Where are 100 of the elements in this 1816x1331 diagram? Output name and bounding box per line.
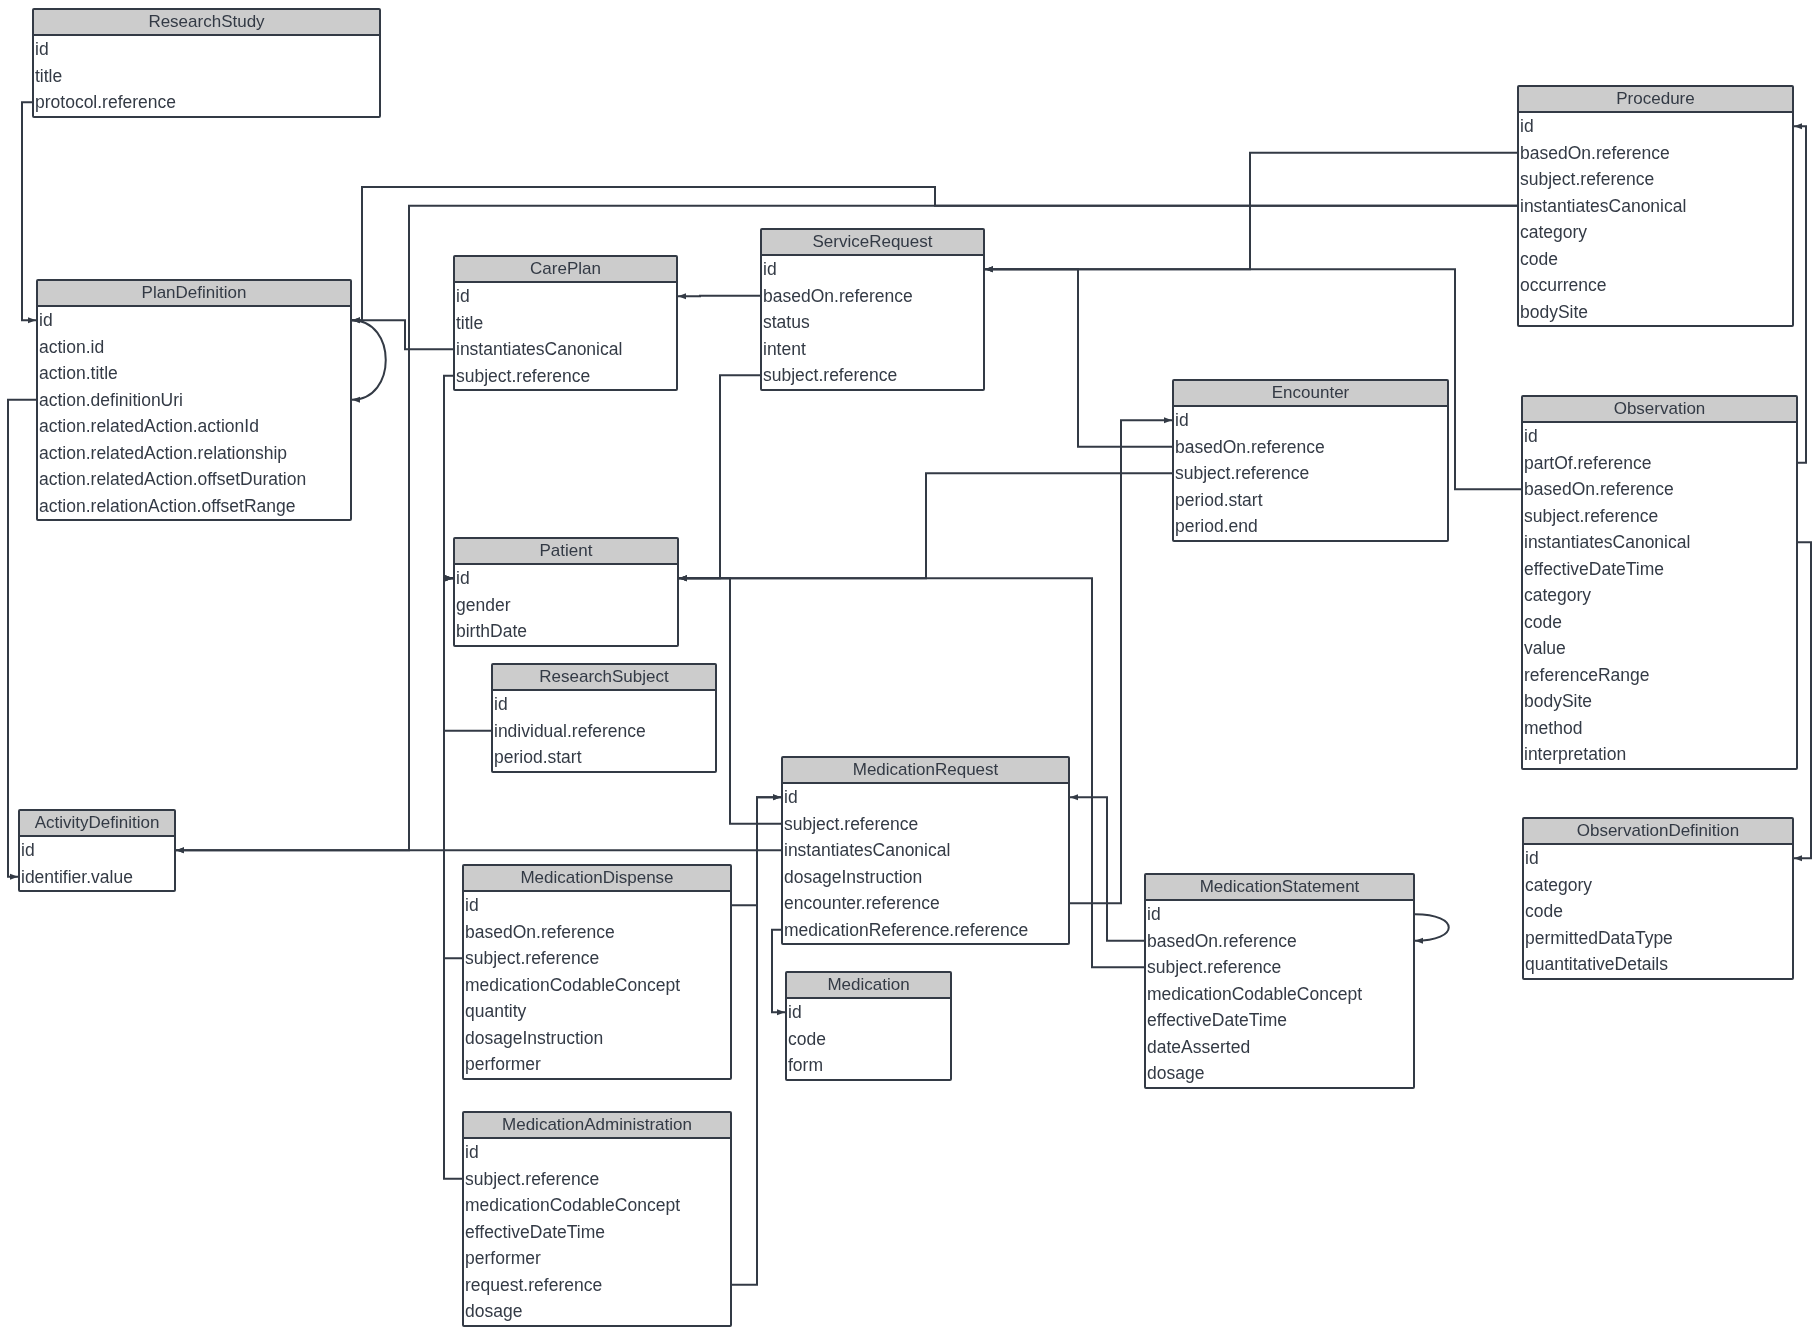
field-name: instantiatesCanonical (1524, 531, 1691, 554)
connector (771, 928, 786, 1016)
field-name: form (788, 1054, 823, 1077)
field-name: title (35, 64, 63, 88)
table-title: ObservationDefinition (1576, 820, 1740, 842)
field-name: basedOn.reference (1175, 435, 1325, 459)
entity-table (36, 279, 352, 521)
entity-table (1172, 379, 1449, 542)
field-name: dosage (465, 1300, 523, 1323)
entity-table (1144, 873, 1415, 1089)
field-name: permittedDataType (1525, 926, 1673, 950)
table-title: ActivityDefinition (34, 812, 160, 834)
field-name: id (1147, 903, 1161, 926)
entity-table (781, 756, 1070, 945)
field-name: quantity (465, 1000, 527, 1023)
field-name: code (788, 1027, 826, 1051)
field-name: basedOn.reference (763, 284, 913, 308)
entity-table (1521, 395, 1798, 770)
field-name: period.end (1175, 515, 1258, 538)
connector (7, 398, 37, 880)
table-title: MedicationAdministration (502, 1114, 692, 1136)
field-name: id (21, 839, 35, 862)
connector (1069, 417, 1173, 905)
table-title: Medication (827, 974, 910, 996)
field-name: action.relatedAction.relationship (39, 441, 288, 465)
field-name: subject.reference (1175, 462, 1310, 485)
field-name: subject.reference (1524, 504, 1659, 528)
field-name: basedOn.reference (1147, 929, 1297, 953)
connector (443, 575, 463, 1180)
table-title: ResearchStudy (148, 11, 265, 33)
entity-table (760, 228, 985, 391)
connector (1793, 123, 1807, 464)
entity-table (18, 809, 176, 892)
table-title: CarePlan (530, 258, 601, 280)
field-name: code (1525, 900, 1563, 923)
table-title: Observation (1613, 398, 1706, 420)
entity-table (453, 255, 678, 391)
field-name: subject.reference (1147, 956, 1282, 979)
table-title: ServiceRequest (812, 231, 933, 253)
field-name: medicationReference.reference (784, 918, 1029, 942)
field-name: id (39, 309, 53, 332)
entity-table (32, 8, 381, 118)
field-name: id (494, 693, 508, 716)
entity-table (1517, 85, 1794, 327)
field-name: medicationCodableConcept (465, 973, 680, 997)
field-name: action.relatedAction.offsetDuration (39, 468, 307, 491)
connector (21, 101, 37, 324)
field-name: value (1524, 637, 1566, 660)
field-name: action.id (39, 335, 105, 359)
field-name: bodySite (1520, 300, 1589, 324)
field-name: encounter.reference (784, 892, 940, 915)
field-name: instantiatesCanonical (1520, 194, 1687, 218)
field-name: title (456, 311, 484, 335)
field-name: basedOn.reference (465, 920, 615, 944)
field-name: subject.reference (1520, 168, 1655, 191)
field-name: subject.reference (465, 1167, 600, 1191)
connector (677, 293, 761, 300)
connector (984, 266, 1522, 491)
field-name: category (1520, 221, 1588, 244)
entity-table (785, 971, 952, 1081)
connector (1069, 794, 1145, 942)
table-title: MedicationRequest (852, 759, 999, 781)
field-name: medicationCodableConcept (1147, 982, 1362, 1006)
connector (1414, 913, 1450, 944)
field-name: action.relatedAction.actionId (39, 415, 259, 438)
field-name: basedOn.reference (1520, 141, 1670, 165)
field-name: protocol.reference (35, 91, 177, 114)
field-name: action.definitionUri (39, 388, 183, 412)
entity-table (462, 1111, 732, 1327)
field-name: performer (465, 1053, 541, 1076)
field-name: method (1524, 716, 1583, 740)
field-name: id (1520, 115, 1534, 138)
field-name: interpretation (1524, 743, 1627, 766)
field-name: gender (456, 593, 511, 617)
connector (678, 575, 1145, 969)
table-title: PlanDefinition (141, 282, 247, 304)
field-name: basedOn.reference (1524, 478, 1674, 501)
field-name: identifier.value (21, 865, 133, 889)
entity-table (491, 663, 717, 773)
field-name: occurrence (1520, 274, 1607, 297)
field-name: id (1175, 409, 1189, 432)
field-name: birthDate (456, 620, 527, 643)
connector (1793, 541, 1812, 862)
field-name: status (763, 311, 810, 334)
field-name: medicationCodableConcept (465, 1194, 680, 1217)
field-name: period.start (1175, 488, 1263, 512)
field-name: effectiveDateTime (465, 1220, 606, 1244)
field-name: partOf.reference (1524, 451, 1652, 475)
field-name: performer (465, 1247, 541, 1270)
field-name: id (456, 285, 470, 308)
field-name: id (456, 567, 470, 590)
field-name: id (1525, 847, 1539, 870)
entity-table (453, 537, 679, 647)
field-name: quantitativeDetails (1525, 953, 1668, 976)
table-title: MedicationStatement (1199, 876, 1360, 898)
field-name: id (763, 258, 777, 281)
field-name: id (465, 894, 479, 917)
field-name: category (1525, 873, 1593, 897)
field-name: dosageInstruction (784, 865, 923, 889)
field-name: action.title (39, 362, 118, 385)
